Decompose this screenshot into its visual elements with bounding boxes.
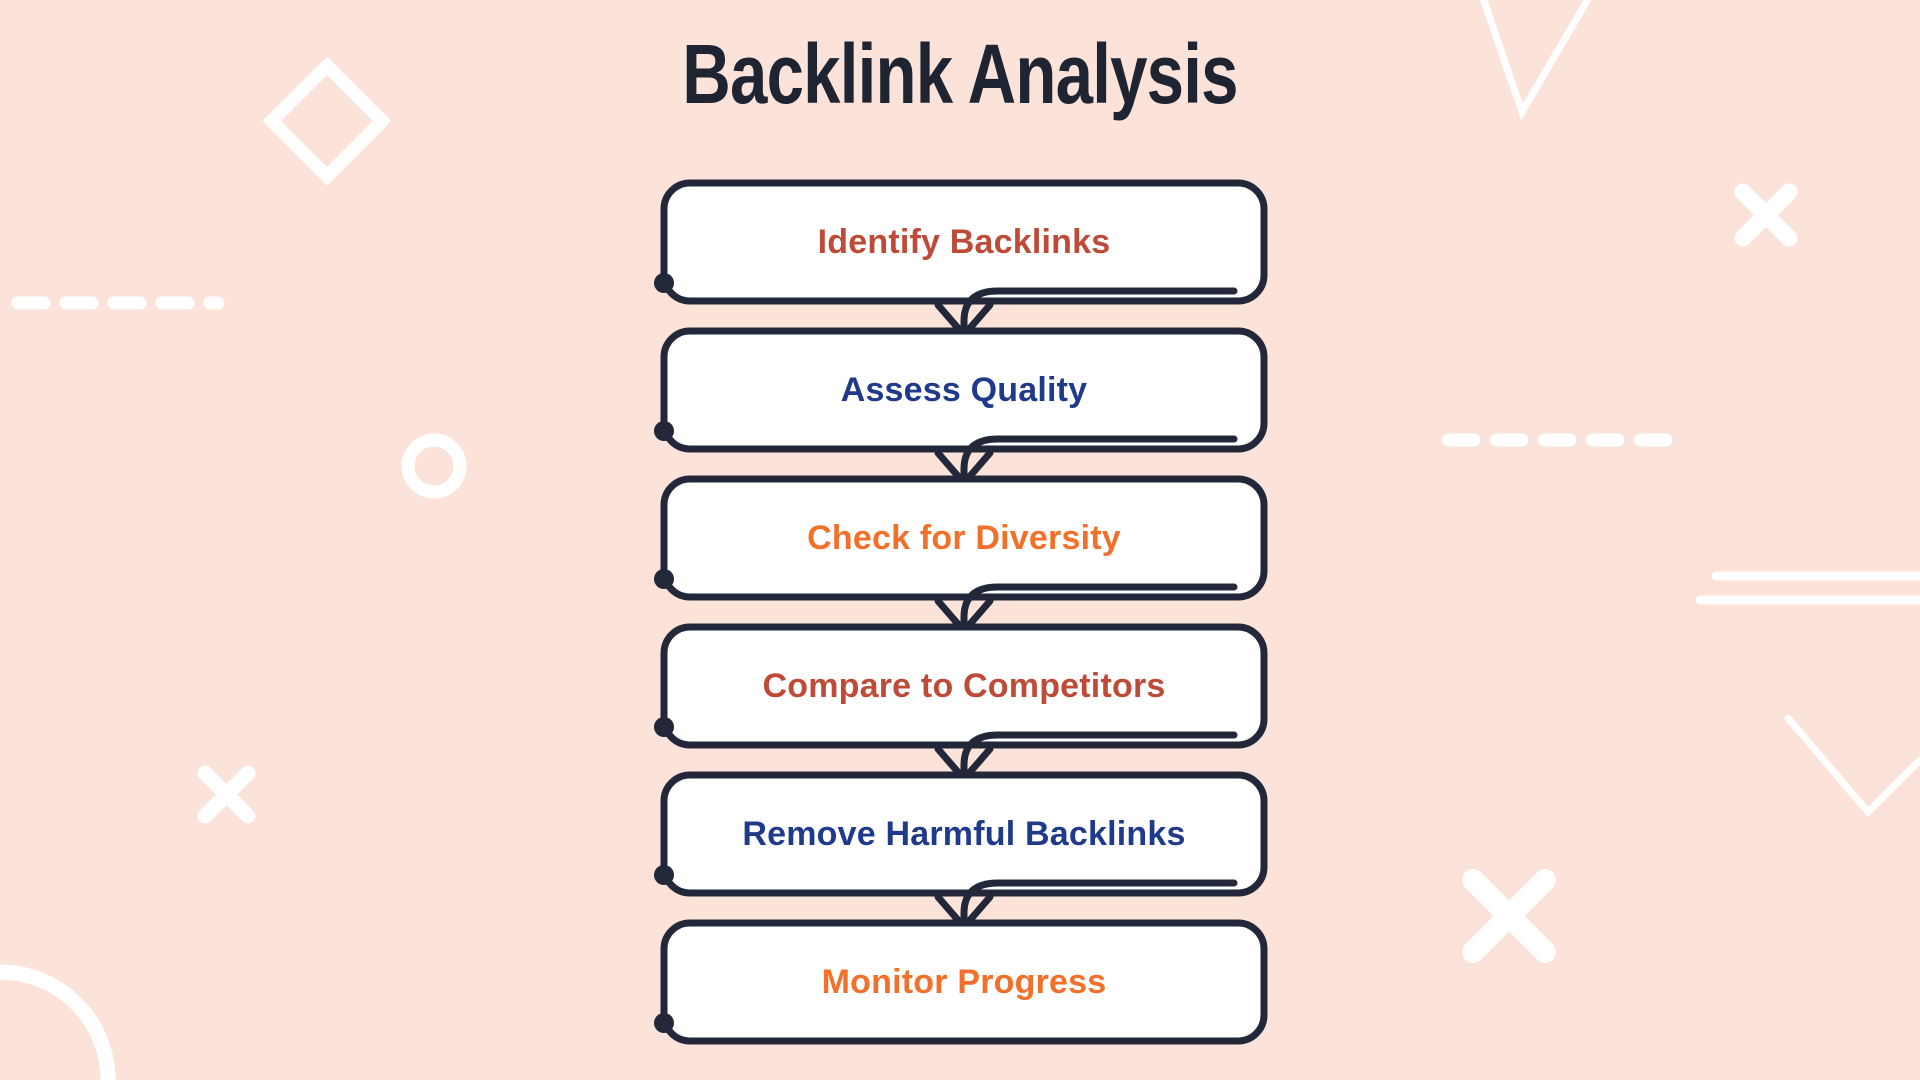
flow-step-card[interactable] (660, 179, 1268, 305)
page-title: Backlink Analysis (682, 27, 1238, 121)
flow-connector (960, 583, 1238, 635)
flow-step-label: Identify Backlinks (817, 223, 1111, 261)
flow-connector (960, 879, 1238, 931)
flow-step-card[interactable] (660, 327, 1268, 453)
flow-step-label: Check for Diversity (807, 519, 1121, 557)
flow-step-label: Assess Quality (840, 371, 1088, 409)
flow-connector (960, 435, 1238, 487)
flow-step-card[interactable] (660, 623, 1268, 749)
flow-step-dot (654, 569, 674, 589)
flow-step-dot (654, 865, 674, 885)
flow-step-card[interactable] (660, 919, 1268, 1045)
flow-step-dot (654, 717, 674, 737)
flow-step-label: Compare to Competitors (762, 667, 1166, 705)
flow-step-card[interactable] (660, 771, 1268, 897)
flow-step-label: Monitor Progress (821, 963, 1107, 1001)
flow-step-dot (654, 1013, 674, 1033)
flow-step-card[interactable] (660, 475, 1268, 601)
flow-connector (960, 731, 1238, 783)
flow-step-dot (654, 273, 674, 293)
flow-step-label: Remove Harmful Backlinks (742, 815, 1186, 853)
flow-connector (960, 287, 1238, 339)
flow-step-dot (654, 421, 674, 441)
